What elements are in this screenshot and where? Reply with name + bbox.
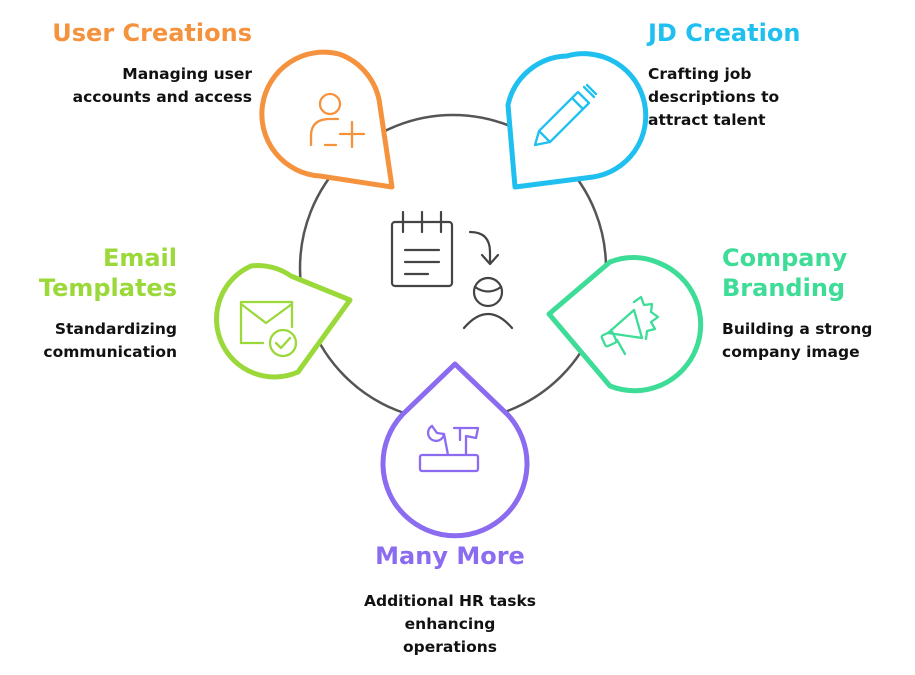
desc-company-branding: Building a strong company image <box>722 320 873 361</box>
desc-user-creations: Managing user accounts and access <box>72 65 252 106</box>
desc-email-templates: Standardizing communication <box>43 320 177 361</box>
node-email-templates <box>214 263 353 380</box>
toolbox-icon <box>418 424 480 473</box>
node-many-more <box>380 361 530 539</box>
title-company-branding: Company Branding <box>722 244 848 302</box>
title-jd-creation: JD Creation <box>648 19 801 47</box>
desc-many-more: Additional HR tasks enhancing operations <box>363 592 536 656</box>
desc-jd-creation: Crafting job descriptions to attract tal… <box>648 65 780 129</box>
user-add-icon <box>309 92 366 149</box>
title-many-more: Many More <box>375 542 525 570</box>
email-check-icon <box>239 300 298 358</box>
megaphone-icon <box>600 295 660 356</box>
title-user-creations: User Creations <box>52 19 252 47</box>
node-jd-creation <box>505 51 649 190</box>
hr-task-assign-icon <box>390 210 514 330</box>
node-company-branding <box>546 254 704 394</box>
pen-icon <box>533 83 598 147</box>
title-email-templates: Email Templates <box>38 244 177 302</box>
node-user-creations <box>259 49 395 190</box>
